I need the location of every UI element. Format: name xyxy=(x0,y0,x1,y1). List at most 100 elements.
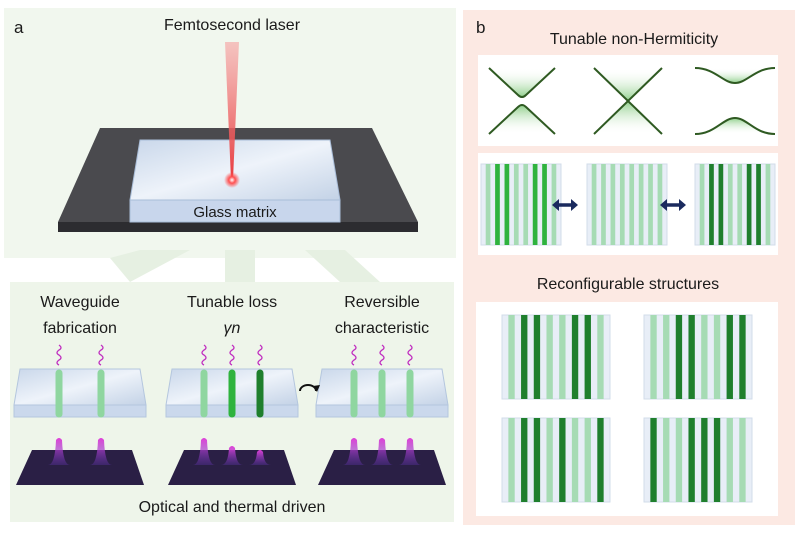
waveguide-stripe xyxy=(709,164,714,245)
intensity-peak xyxy=(193,438,215,465)
step-title: Tunable loss xyxy=(187,294,277,311)
lattice-substrate xyxy=(694,163,776,246)
waveguide-stripe xyxy=(650,315,657,399)
circular-arrow-head xyxy=(313,385,320,392)
waveguide-stripe xyxy=(746,164,752,245)
waveguide-stripe xyxy=(597,418,604,502)
intensity-peak xyxy=(48,438,70,465)
step-title: Waveguide xyxy=(40,294,120,311)
waveguide-stripe xyxy=(726,315,733,399)
lattice-row-1 xyxy=(586,163,668,246)
waveguide-stripe xyxy=(533,315,541,399)
waveguide-stripe xyxy=(663,315,670,399)
glass-label: Glass matrix xyxy=(193,204,277,221)
waveguide-stripe xyxy=(485,164,491,245)
waveguide-stripe xyxy=(648,164,653,245)
band-diagram-wide-gap xyxy=(694,67,776,135)
glass-slab-edge xyxy=(13,404,147,418)
waveguide-stripe xyxy=(701,418,708,502)
waveguide-stripe xyxy=(756,164,761,245)
waveguide-stripe xyxy=(619,164,625,245)
step-subtitle: characteristic xyxy=(335,320,429,337)
waveguide-stripe xyxy=(521,418,528,502)
waveguide-stripe xyxy=(699,164,705,245)
waveguide-stripe xyxy=(559,418,566,502)
waveguide-stripe xyxy=(737,164,743,245)
intensity-peak xyxy=(343,438,365,465)
lattice-row-2 xyxy=(694,163,776,246)
waveguide-stripe xyxy=(571,418,579,502)
step-subtitle: fabrication xyxy=(43,320,117,337)
panel-b-label: b xyxy=(476,18,485,37)
waveguide-stripe xyxy=(597,315,604,399)
photon-icon xyxy=(56,344,62,366)
panel-a-label: a xyxy=(14,18,24,37)
laser-beam xyxy=(225,42,239,180)
intensity-peak xyxy=(249,450,271,465)
glass-slab xyxy=(13,368,147,406)
waveguide-stripe xyxy=(629,164,635,245)
lattice-substrate xyxy=(501,314,611,400)
intensity-peak xyxy=(221,446,243,465)
band-fill-lower xyxy=(594,101,662,134)
panel-b: b Tunable non-Hermiticity Reconfigurable… xyxy=(463,10,795,525)
intensity-base xyxy=(16,450,144,485)
photon-icon xyxy=(351,344,357,366)
waveguide-stripe xyxy=(701,315,708,399)
waveguide-stripe xyxy=(495,164,500,245)
photon-icon xyxy=(379,344,385,366)
connector-shapes xyxy=(110,250,380,282)
waveguide-stripe xyxy=(727,164,733,245)
lattice-substrate xyxy=(643,314,753,400)
step-subtitle: γn xyxy=(224,320,241,337)
waveguide-stripe xyxy=(546,418,553,502)
waveguide-stripe xyxy=(504,164,510,245)
waveguide-stripe xyxy=(765,164,771,245)
lattice-substrate xyxy=(501,417,611,503)
upper-band xyxy=(694,67,776,85)
band-fill-upper xyxy=(594,68,662,101)
reconfigurable-lattice-1 xyxy=(643,314,753,400)
reconfigurable-lattice-2 xyxy=(501,417,611,503)
photon-icon xyxy=(229,344,235,366)
waveguide-stripe xyxy=(713,315,721,399)
step-1: Tunable loss γn xyxy=(165,294,299,485)
photon-icon xyxy=(257,344,263,366)
lattice-row-0 xyxy=(480,163,562,246)
reconfigurable-lattice-0 xyxy=(501,314,611,400)
lattice-substrate xyxy=(586,163,668,246)
reconfigurable-lattice-3 xyxy=(643,417,753,503)
glass-matrix-edge xyxy=(129,199,341,223)
double-arrow-icon xyxy=(552,199,578,211)
intensity-peak xyxy=(90,438,112,465)
waveguide-stripe xyxy=(739,315,746,399)
waveguide-stripe xyxy=(542,164,547,245)
waveguide-stripe xyxy=(650,418,657,502)
panel-a: a Femtosecond laser Glass matrix Wavegui… xyxy=(4,8,456,522)
glass-matrix xyxy=(129,139,341,201)
waveguide-stripe xyxy=(739,418,746,502)
waveguide-stripe xyxy=(713,418,721,502)
title-non-hermiticity: Tunable non-Hermiticity xyxy=(550,31,718,48)
step-title: Reversible xyxy=(344,294,420,311)
photon-icon xyxy=(98,344,104,366)
step-2: Reversible characteristic xyxy=(315,294,449,485)
waveguide-stripe xyxy=(546,315,553,399)
photon-icon xyxy=(201,344,207,366)
waveguide-stripe xyxy=(508,418,515,502)
waveguide-stripe xyxy=(591,164,597,245)
band-fill-lower xyxy=(489,105,555,134)
waveguide-stripe xyxy=(584,418,591,502)
waveguide-stripe xyxy=(532,164,538,245)
intensity-peak xyxy=(371,438,393,465)
waveguide-stripe xyxy=(675,315,683,399)
band-fill-lower xyxy=(695,118,775,134)
band-fill-upper xyxy=(489,68,555,97)
waveguide-stripe xyxy=(688,418,695,502)
waveguide-stripe xyxy=(601,164,606,245)
lower-band xyxy=(488,104,556,135)
waveguide-stripe xyxy=(726,418,733,502)
waveguide-stripe xyxy=(571,315,579,399)
waveguide-stripe xyxy=(559,315,566,399)
